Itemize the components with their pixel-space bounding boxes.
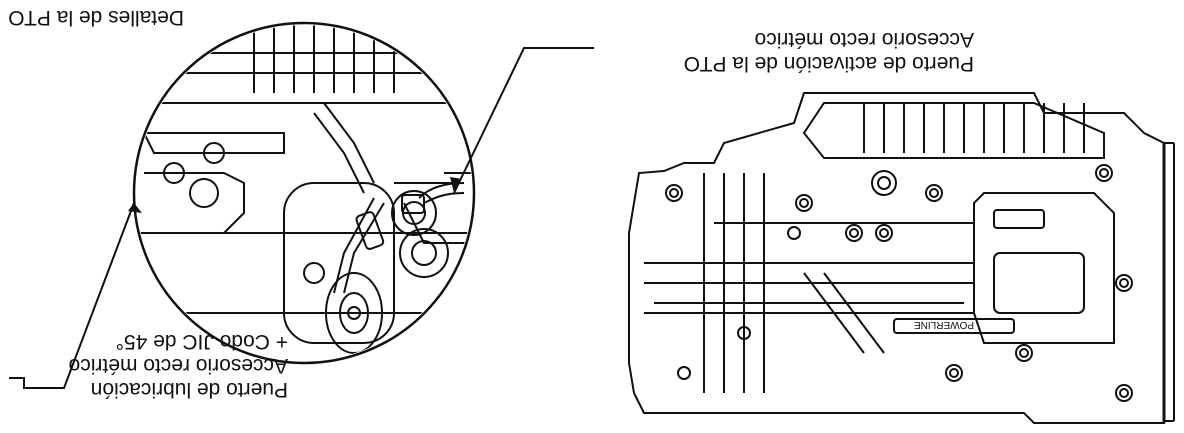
powerline-plate: POWERLINE <box>914 319 974 330</box>
pto-activation-line-2: Accesorio recto métrico <box>754 28 974 51</box>
leader-lubrication <box>9 202 135 389</box>
lubrication-line-3: + Codo JIC de 45° <box>115 330 288 353</box>
pto-details-title: Detalles de la PTO <box>8 6 184 29</box>
transmission-housing: POWERLINE <box>628 92 1175 424</box>
lubrication-label: Puerto de lubricación Accesorio recto mé… <box>69 329 288 401</box>
lubrication-line-1: Puerto de lubricación <box>90 378 288 401</box>
arrow-pto-activation <box>450 177 462 193</box>
leader-pto-activation <box>453 47 594 194</box>
lubrication-line-2: Accesorio recto métrico <box>68 354 288 377</box>
pto-activation-line-1: Puerto de activación de la PTO <box>683 52 974 75</box>
pto-detail-circle <box>132 21 476 365</box>
pto-activation-label: Puerto de activación de la PTO Accesorio… <box>684 27 974 75</box>
arrow-lubrication <box>128 203 142 213</box>
